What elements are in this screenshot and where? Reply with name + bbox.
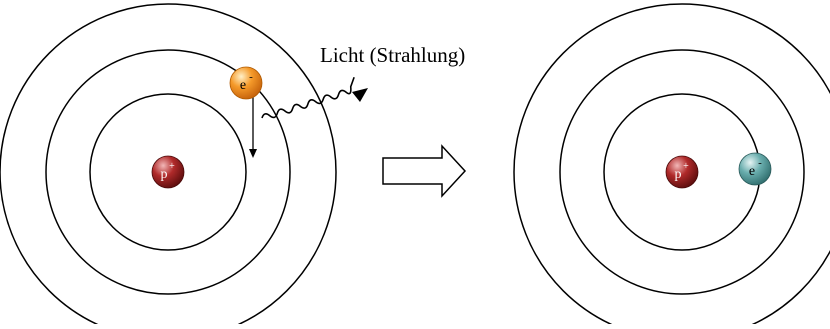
- electron-charge: -: [758, 157, 762, 169]
- electron-symbol: e: [749, 164, 755, 179]
- electron-symbol: e: [240, 78, 246, 93]
- svg-text:p: p: [161, 167, 168, 182]
- transition-arrow: [249, 96, 257, 158]
- orbit-outer-right: [513, 3, 830, 329]
- orbit-outer-left: [0, 3, 337, 329]
- electron-charge: -: [249, 71, 253, 83]
- orbit-middle-left: [45, 49, 291, 295]
- orbit-middle-right: [559, 49, 805, 295]
- atom-left: p + e -: [0, 3, 368, 329]
- proton-left: p +: [151, 155, 185, 189]
- proton-right: p +: [665, 155, 699, 189]
- proton-symbol: p: [675, 167, 682, 182]
- proton-symbol: p: [161, 167, 168, 182]
- photon-wave: [261, 77, 368, 119]
- electron-ground: e -: [738, 152, 772, 186]
- electron-excited: e -: [229, 66, 263, 100]
- proton-charge: +: [683, 161, 689, 172]
- process-arrow: [382, 144, 467, 198]
- atom-right: p + e -: [513, 3, 830, 329]
- light-label: Licht (Strahlung): [320, 43, 465, 67]
- proton-charge: +: [169, 161, 175, 172]
- orbit-inner-left: [89, 93, 247, 251]
